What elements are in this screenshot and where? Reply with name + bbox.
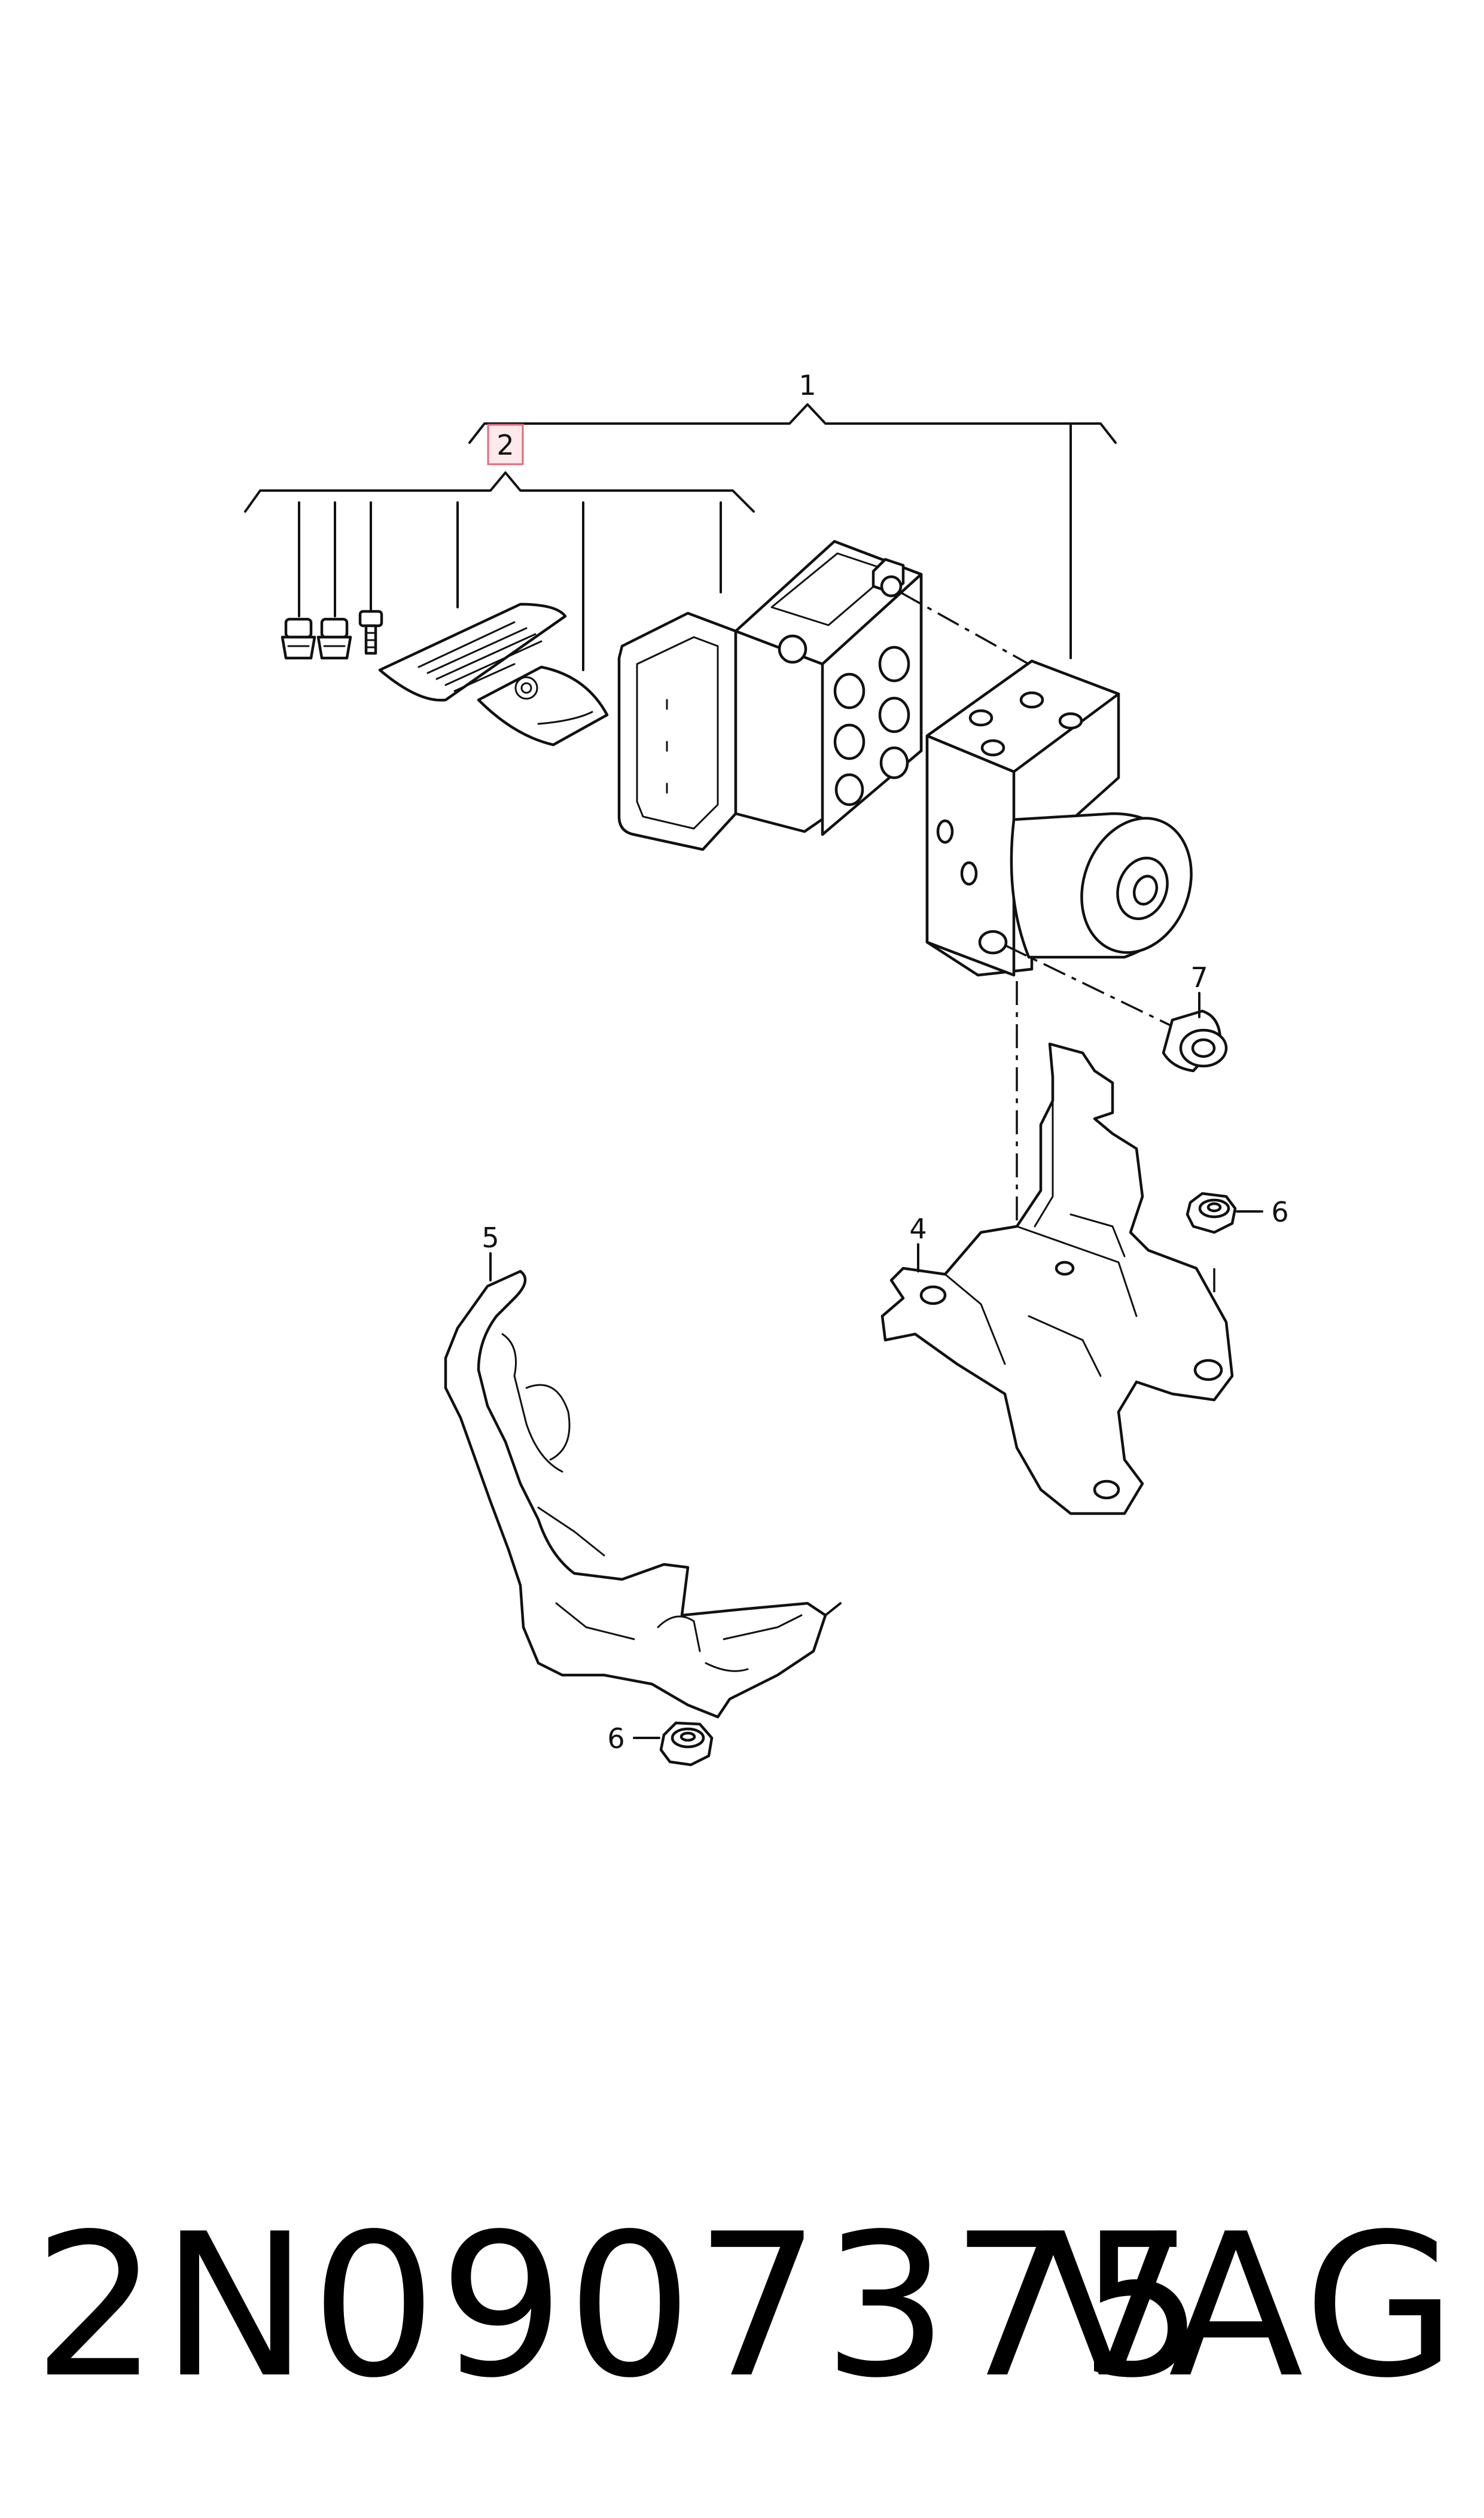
rubber-bushing xyxy=(1162,1009,1228,1073)
mounting-bracket xyxy=(880,1042,1234,1515)
callout-2-bracket xyxy=(244,424,755,671)
flange-nut-right xyxy=(1186,1192,1237,1234)
fastener-bolt-1 xyxy=(281,617,316,660)
callout-7: 7 xyxy=(1190,961,1208,994)
callout-2-highlight-box[interactable] xyxy=(487,424,524,465)
fastener-screw xyxy=(358,610,383,655)
abs-control-module xyxy=(617,540,923,851)
callout-2: 2 xyxy=(496,429,514,461)
callout-6-left: 6 xyxy=(607,1722,624,1755)
instruction-sheet xyxy=(378,602,567,702)
flange-nut-left xyxy=(659,1721,714,1767)
label-sticker xyxy=(477,665,609,747)
callout-6-right: 6 xyxy=(1271,1196,1288,1228)
part-number: 2N0907375 xyxy=(33,2191,1207,2421)
callout-1-bracket xyxy=(468,403,1117,659)
parts-diagram: 1 2 xyxy=(244,369,1289,1767)
hydraulic-pump-block xyxy=(925,659,1193,977)
heat-shield-bracket xyxy=(444,1269,842,1719)
footer: 2N0907375 VAG xyxy=(0,2178,1484,2435)
brand-name: VAG xyxy=(1042,2191,1460,2421)
alignment-line-2 xyxy=(1004,944,1191,1036)
callout-4: 4 xyxy=(909,1213,927,1245)
fastener-bolt-2 xyxy=(316,617,352,660)
callout-5: 5 xyxy=(482,1222,499,1254)
callout-1: 1 xyxy=(799,369,816,401)
